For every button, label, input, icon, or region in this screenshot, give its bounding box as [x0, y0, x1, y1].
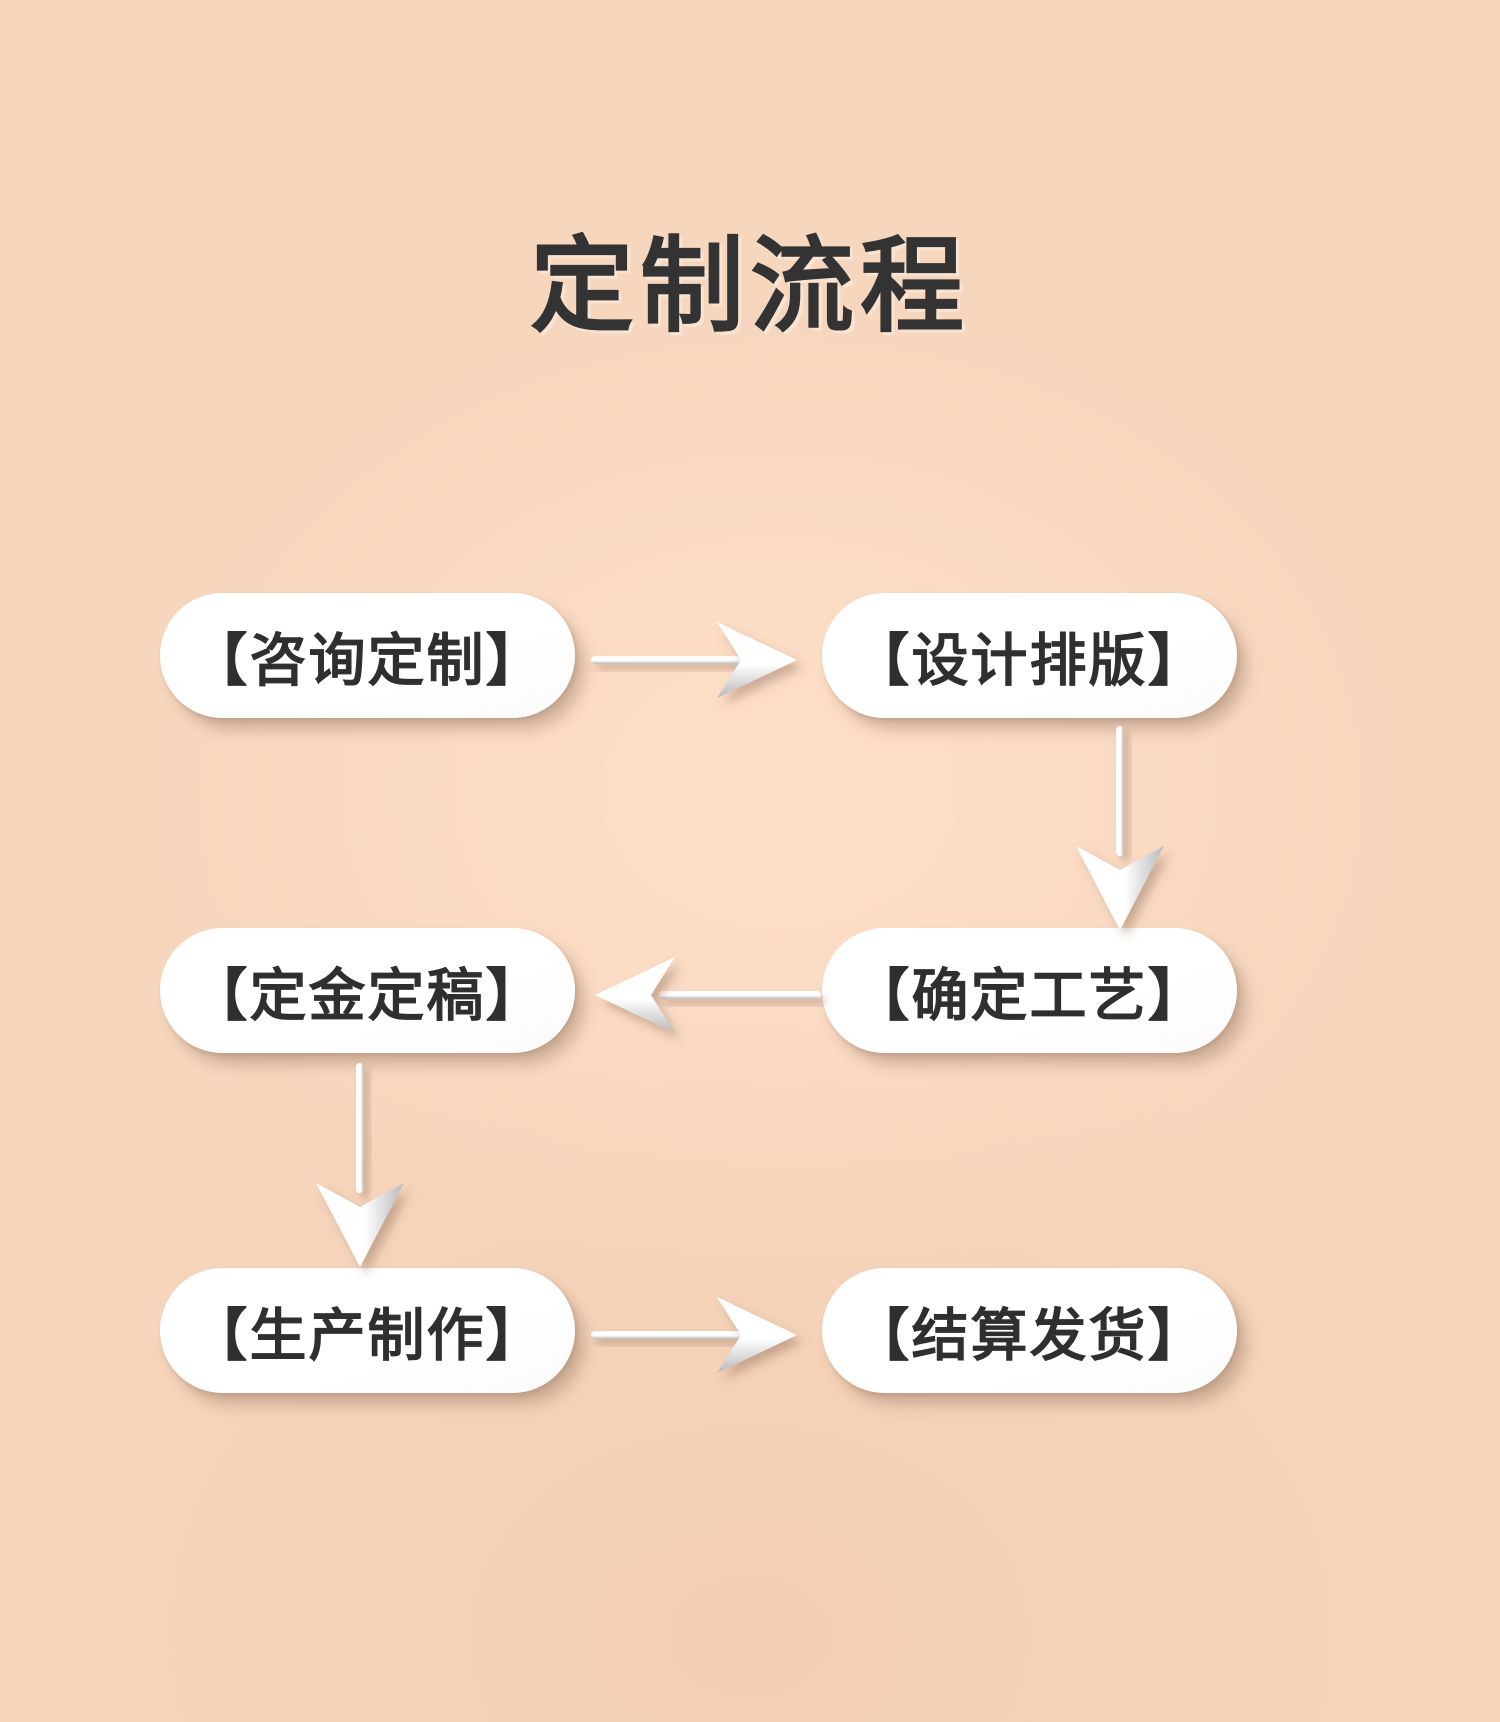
arrow-shaft-icon — [659, 991, 821, 999]
flow-node-label: 【设计排版】 — [852, 628, 1207, 693]
flow-arrow-right-step5-step6 — [575, 1275, 835, 1395]
flow-arrow-down-step3-step5 — [290, 1055, 430, 1280]
flow-node-label: 【确定工艺】 — [852, 963, 1207, 1028]
flow-arrow-left-step4-step3 — [575, 935, 835, 1055]
arrow-head-icon — [717, 622, 797, 698]
page-title: 定制流程 — [529, 229, 970, 345]
arrow-head-icon — [1076, 846, 1164, 930]
arrow-shaft-icon — [356, 1063, 364, 1193]
flow-node-step-3[interactable]: 【定金定稿】 — [160, 928, 575, 1053]
flow-node-step-1[interactable]: 【咨询定制】 — [160, 593, 575, 718]
flow-node-step-5[interactable]: 【生产制作】 — [160, 1268, 575, 1393]
arrow-shaft-icon — [591, 656, 751, 664]
flow-node-label: 【定金定稿】 — [190, 963, 545, 1028]
arrow-head-icon — [316, 1183, 404, 1267]
arrow-head-icon — [595, 957, 675, 1033]
flow-node-step-4[interactable]: 【确定工艺】 — [822, 928, 1237, 1053]
flow-arrow-right-step1-step2 — [575, 600, 835, 720]
arrow-shaft-icon — [591, 1331, 751, 1339]
arrow-shaft-icon — [1116, 726, 1124, 856]
flow-arrow-down-step2-step4 — [1050, 718, 1190, 943]
flow-node-step-2[interactable]: 【设计排版】 — [822, 593, 1237, 718]
flow-node-label: 【生产制作】 — [190, 1303, 545, 1368]
flow-node-label: 【咨询定制】 — [190, 628, 545, 693]
arrow-head-icon — [717, 1297, 797, 1373]
flow-node-label: 【结算发货】 — [852, 1303, 1207, 1368]
flow-node-step-6[interactable]: 【结算发货】 — [822, 1268, 1237, 1393]
